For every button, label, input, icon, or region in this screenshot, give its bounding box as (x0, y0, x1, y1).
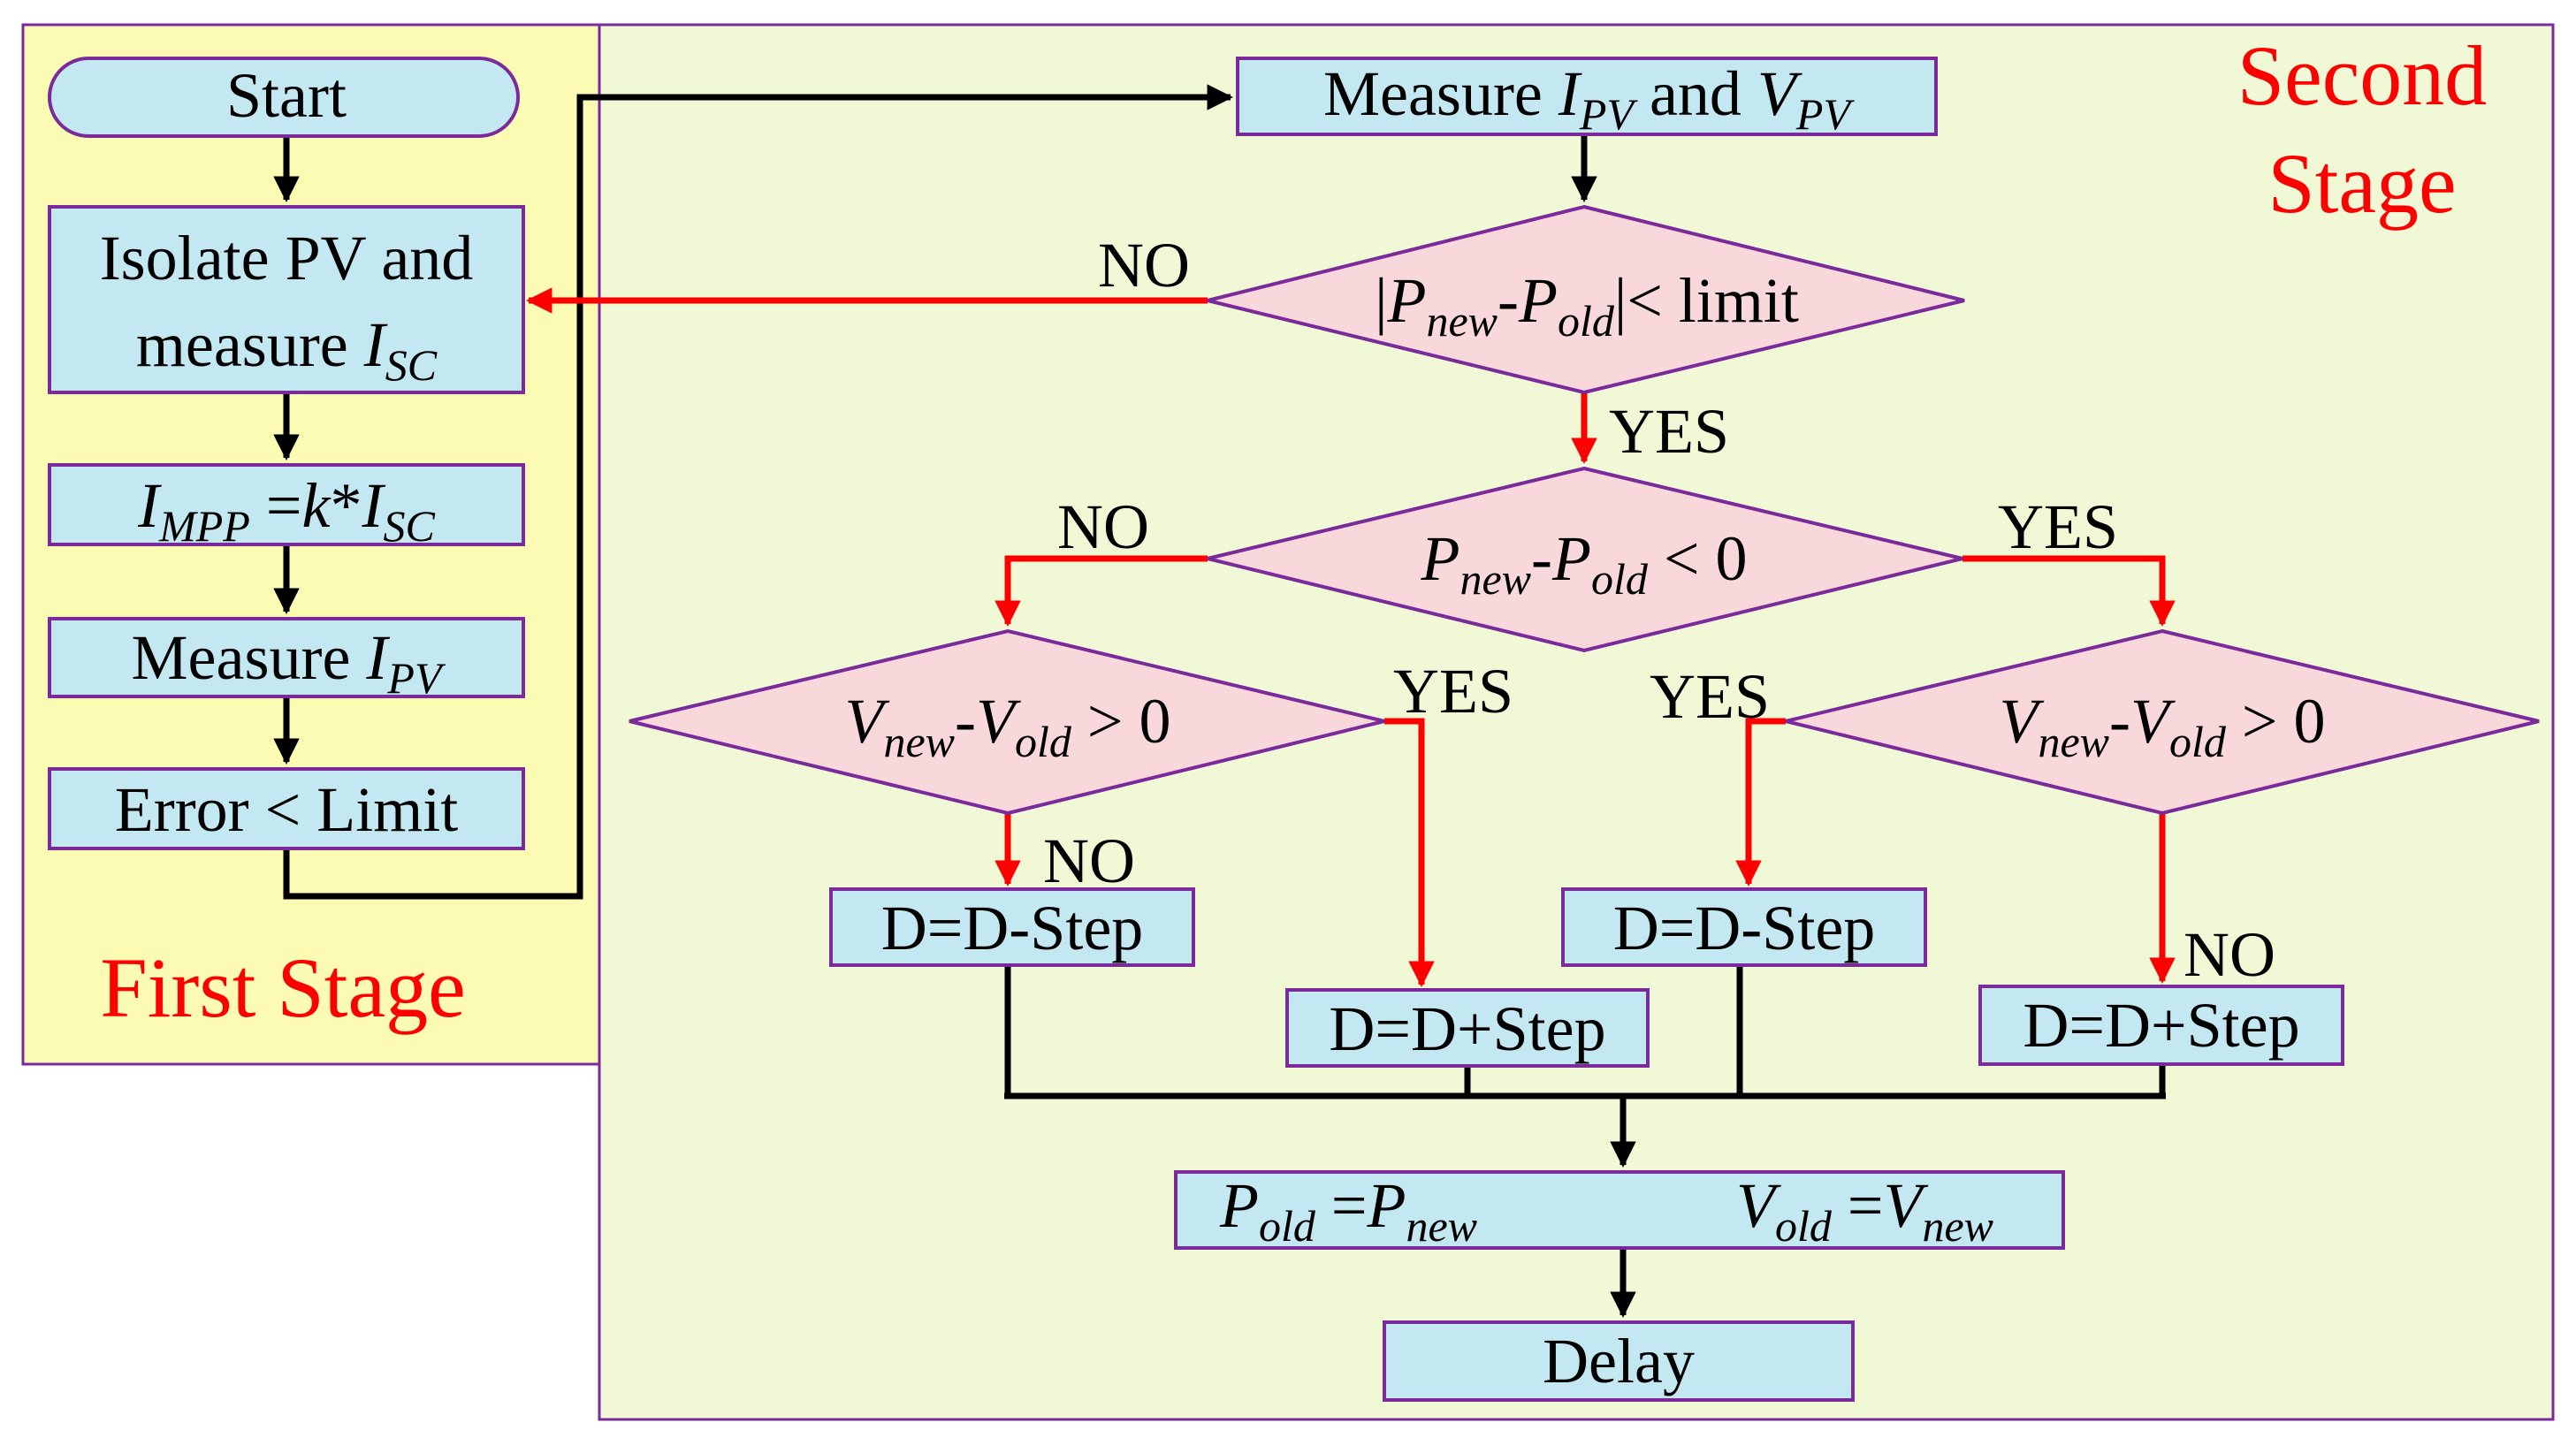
impp-calc-label: IMPP =k*ISC (137, 470, 435, 551)
measure-ipv-block (48, 617, 525, 698)
decrease-duty-left-block (829, 887, 1195, 967)
arrow-cond2-yes (1962, 555, 2176, 627)
no-label-cond1: NO (1098, 230, 1190, 301)
power-change-limit-label: |Pnew-Pold|< limit (1375, 265, 1799, 346)
delay-block (1383, 1320, 1855, 1402)
update-voltage-label: Vold =Vnew (1736, 1170, 1993, 1251)
increase-duty-left-label: D=D+Step (1329, 993, 1605, 1064)
increase-duty-right-label: D=D+Step (2023, 990, 2299, 1061)
power-sign-label: Pnew-Pold < 0 (1420, 523, 1747, 604)
second-stage-title-line1: Second (2237, 28, 2488, 123)
measure-ipv-label: Measure IPV (132, 622, 446, 703)
power-sign-decision (1207, 466, 1963, 653)
first-stage-title: First Stage (100, 940, 465, 1035)
yes-label-cond4: YES (1650, 661, 1770, 732)
yes-label-cond2: YES (1998, 491, 2118, 562)
decrease-duty-left-label: D=D-Step (881, 893, 1144, 963)
decrease-duty-right-label: D=D-Step (1613, 893, 1876, 963)
measure-ipv-vpv-label: Measure IPV and VPV (1323, 58, 1855, 139)
start-label: Start (226, 60, 347, 131)
power-change-limit-decision (1207, 204, 1965, 395)
voltage-sign-decision-left (629, 628, 1385, 816)
isolate-pv-block (48, 205, 525, 394)
decrease-duty-right-block (1561, 887, 1927, 967)
arrow-cond4-yes (1735, 718, 1786, 886)
increase-duty-left-block (1285, 988, 1650, 1068)
no-label-cond4: NO (2184, 919, 2275, 990)
voltage-sign-decision-right (1785, 628, 2540, 816)
isolate-pv-line2: measure ISC (136, 309, 438, 390)
voltage-sign-right-label: Vnew-Vold > 0 (1999, 686, 2325, 766)
arrow-error-to-second-stage (283, 84, 1233, 900)
update-power-label: Pold =Pnew (1219, 1170, 1477, 1251)
delay-label: Delay (1543, 1326, 1695, 1396)
no-label-cond2: NO (1057, 491, 1149, 562)
start-terminal (48, 57, 520, 138)
no-label-cond3: NO (1043, 826, 1135, 896)
voltage-sign-left-label: Vnew-Vold > 0 (844, 686, 1170, 766)
arrow-cond3-yes (1384, 718, 1435, 987)
impp-calc-block (48, 463, 525, 546)
error-limit-block (48, 767, 525, 850)
isolate-pv-line1: Isolate PV and (100, 223, 474, 293)
error-limit-label: Error < Limit (115, 774, 459, 845)
update-values-block (1174, 1170, 2065, 1250)
measure-ipv-vpv-block (1236, 57, 1938, 136)
second-stage-title-line2: Stage (2267, 136, 2456, 231)
arrow-cond2-no (995, 555, 1208, 627)
yes-label-cond1: YES (1609, 396, 1729, 467)
yes-label-cond3: YES (1393, 656, 1513, 727)
increase-duty-right-block (1978, 985, 2344, 1066)
